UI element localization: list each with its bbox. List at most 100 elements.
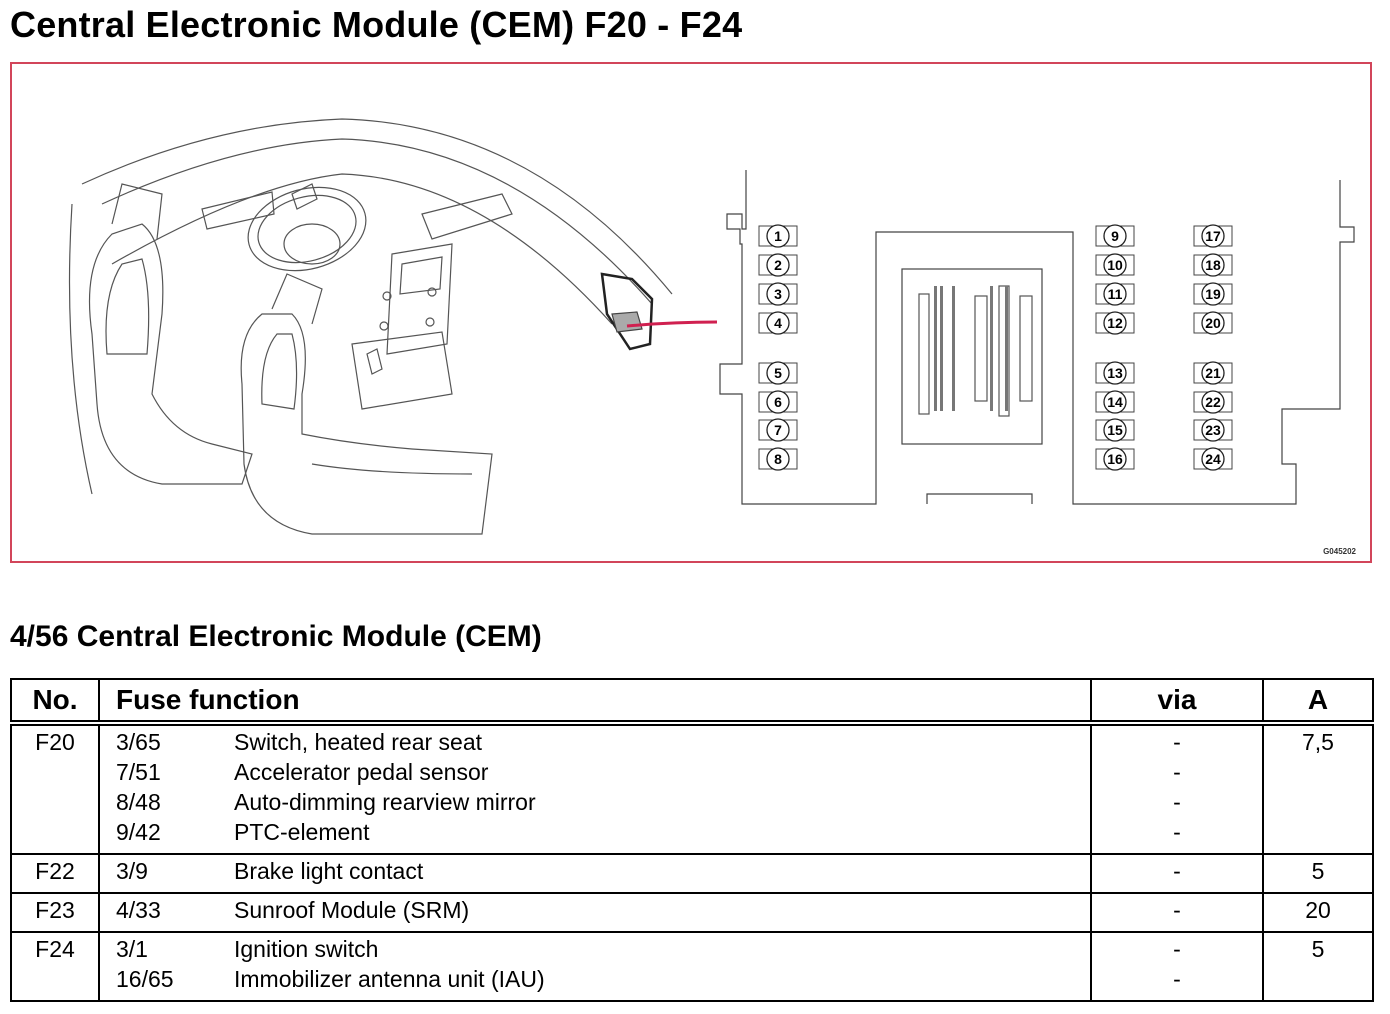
fuse-slot-label: 17 — [1205, 228, 1221, 244]
fuse-function-cell: 4/33 Sunroof Module (SRM) — [98, 892, 1091, 932]
function-description: Immobilizer antenna unit (IAU) — [234, 966, 545, 992]
connector-pins-left — [934, 286, 1008, 411]
fuse-slot: 16 — [1095, 447, 1135, 471]
via-cell: - — [1090, 892, 1263, 932]
fuse-slot-label: 8 — [774, 451, 782, 467]
fuse-slot: 4 — [758, 311, 798, 335]
fuse-slot: 6 — [758, 390, 798, 414]
amperage-cell: 5 — [1262, 853, 1373, 893]
fuse-slot: 8 — [758, 447, 798, 471]
page-title: Central Electronic Module (CEM) F20 - F2… — [10, 4, 743, 45]
fuse-slot-label: 19 — [1205, 286, 1221, 302]
fuse-slot: 13 — [1095, 361, 1135, 385]
fuse-slot: 19 — [1193, 282, 1233, 306]
fuse-slot-label: 20 — [1205, 315, 1221, 331]
section-heading: 4/56 Central Electronic Module (CEM) — [10, 620, 542, 653]
fuse-table: No. Fuse function via A F20 3/65 Switch, h… — [10, 678, 1374, 1002]
fuse-slot-label: 14 — [1107, 394, 1123, 410]
fuse-slot-label: 3 — [774, 286, 782, 302]
via-cell: - - - - — [1090, 722, 1263, 854]
fuse-slot: 22 — [1193, 390, 1233, 414]
fuse-slot: 9 — [1095, 224, 1135, 248]
via-value: - — [1173, 936, 1181, 962]
fuse-number-text: F22 — [35, 858, 75, 884]
circuit-code: 3/65 — [116, 729, 161, 755]
fuse-number-text: F20 — [35, 729, 75, 755]
figure-code: G045202 — [1323, 547, 1356, 556]
fuse-number: F23 — [11, 892, 99, 932]
via-value: - — [1173, 789, 1181, 815]
fuse-slot: 2 — [758, 253, 798, 277]
via-value: - — [1173, 729, 1181, 755]
fuse-slot-label: 9 — [1111, 228, 1119, 244]
amperage-value: 5 — [1311, 858, 1325, 884]
amperage-cell: 20 — [1262, 892, 1373, 932]
fuse-slot: 11 — [1095, 282, 1135, 306]
fuse-slot: 10 — [1095, 253, 1135, 277]
fuse-slot-label: 21 — [1205, 365, 1221, 381]
fuse-slot-label: 22 — [1205, 394, 1221, 410]
fuse-slot-label: 10 — [1107, 257, 1123, 273]
amperage-value: 5 — [1311, 936, 1325, 962]
via-value: - — [1173, 966, 1181, 992]
fuse-slot-label: 11 — [1108, 286, 1123, 302]
fuse-slot: 24 — [1193, 447, 1233, 471]
fuse-slot-label: 13 — [1107, 365, 1123, 381]
fuse-slot-label: 7 — [774, 422, 782, 438]
fuse-slot: 23 — [1193, 418, 1233, 442]
via-value: - — [1173, 759, 1181, 785]
via-value: - — [1173, 819, 1181, 845]
amperage-value: 7,5 — [1302, 729, 1334, 755]
via-value: - — [1173, 897, 1181, 923]
fuse-number: F20 — [11, 722, 99, 854]
fuse-slot: 3 — [758, 282, 798, 306]
fuse-number-text: F23 — [35, 897, 75, 923]
via-cell: - — [1090, 853, 1263, 893]
fuse-slot-label: 6 — [774, 394, 782, 410]
amperage-cell: 5 — [1262, 931, 1373, 1001]
table-header-row: No. Fuse function via A — [11, 679, 1373, 726]
circuit-code: 8/48 — [116, 789, 161, 815]
circuit-code: 4/33 — [116, 897, 161, 923]
fuse-slot-label: 24 — [1205, 451, 1221, 467]
function-description: Sunroof Module (SRM) — [234, 897, 470, 923]
fuse-slot-label: 16 — [1107, 451, 1123, 467]
fuse-slot: 17 — [1193, 224, 1233, 248]
circuit-code: 3/9 — [116, 858, 148, 884]
function-line: 4/33 Sunroof Module (SRM) — [100, 895, 1090, 925]
fuse-slot: 12 — [1095, 311, 1135, 335]
circuit-code: 9/42 — [116, 819, 161, 845]
fuse-number: F24 — [11, 931, 99, 1001]
fuse-slot: 21 — [1193, 361, 1233, 385]
table-row: F23 4/33 Sunroof Module (SRM) - 20 — [11, 892, 1373, 932]
fuse-slot: 5 — [758, 361, 798, 385]
fuse-slot-label: 2 — [774, 257, 782, 273]
amperage-cell: 7,5 — [1262, 722, 1373, 854]
function-line: 3/65 Switch, heated rear seat — [100, 727, 1090, 757]
circuit-code: 3/1 — [116, 936, 148, 962]
fuse-slot: 1 — [758, 224, 798, 248]
fuse-slot: 18 — [1193, 253, 1233, 277]
via-cell: -- — [1090, 931, 1263, 1001]
fuse-slot-label: 5 — [774, 365, 782, 381]
header-amps: A — [1262, 679, 1373, 726]
function-description: Auto-dimming rearview mirror — [234, 789, 536, 815]
via-value: - — [1173, 858, 1181, 884]
fuse-slot-label: 1 — [774, 228, 782, 244]
fuse-slot: 20 — [1193, 311, 1233, 335]
function-description: Switch, heated rear seat — [234, 729, 483, 755]
fuse-slot: 15 — [1095, 418, 1135, 442]
